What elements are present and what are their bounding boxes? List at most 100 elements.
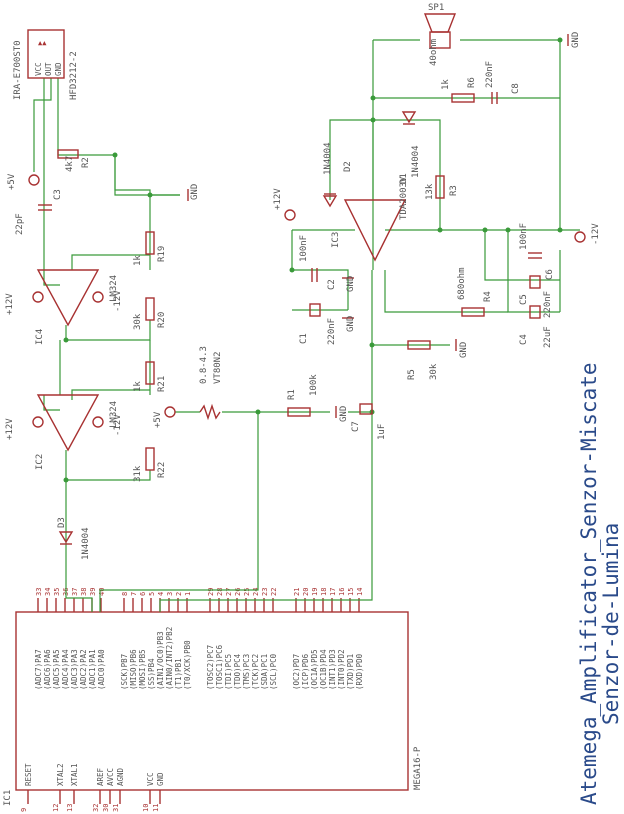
mcu-top-pin-name: (OC1A)PD5 [310,649,319,690]
mcu-top-pin-number: 7 [130,592,138,596]
power-5v-b [164,406,176,418]
c5-label: C5 [519,294,529,305]
diodes: D3 1N4004 D2 1N4004 D1 1N4004 [57,111,421,560]
wire-12v-c1 [291,230,349,310]
mcu-left-pin-name: AGND [116,767,125,786]
opamp-ic2 [36,394,100,452]
mcu-top-pin-name: (T0/XCK)PB0 [183,640,192,690]
mcu-top-pin-name: (OC2)PD7 [292,654,301,690]
mcu-top-pin-name: (OC1B)PD4 [319,649,328,690]
mcu-top-pin-number: 29 [207,588,215,596]
mcu-top-pin-name: (TXD)PD1 [346,654,355,690]
mcu-left-pin-number: 30 [102,804,110,812]
mcu-top-pin-name: (SS)PB4 [147,658,156,690]
wire-ic4-in [43,270,60,286]
mcu-top-pin-name: (ADC5)PA5 [52,649,61,690]
mcu-left-pin-number: 13 [66,804,74,812]
c4-value: 22uF [543,326,553,348]
gnd-d-label: GND [346,316,356,332]
mcu-top-pin-number: 22 [270,588,278,596]
power-m12v-c-label: -12V [591,223,601,245]
mcu-top-pin-name: (SCL)PC0 [269,653,278,690]
mcu-top-pin-number: 4 [157,592,165,596]
wire-d2 [329,119,374,200]
capacitor-c1 [309,303,321,317]
mcu-left-pins: 9RESET12XTAL213XTAL132AREF30AVCC31AGND10… [20,763,165,812]
d3-label: D3 [57,517,67,528]
junction [369,342,375,348]
junction [557,227,563,233]
r21-value: 1k [133,381,143,392]
wire-r2-node [114,155,151,270]
mcu-top-pin-name: (TDI)PC5 [224,654,233,690]
junction [289,267,295,273]
mcu-top-pin-number: 18 [320,588,328,596]
c2-value: 100nF [299,235,309,262]
mcu-left-pin-number: 9 [20,808,28,812]
junction [370,117,376,123]
power-5v-a-label: +5V [7,173,17,190]
junctions [63,37,563,483]
wire-ic4-fb [71,254,150,270]
mcu-top-pin-name: (ADC0)PA0 [97,649,106,690]
resistor-r22 [145,447,155,471]
ic2-label: IC2 [35,454,45,470]
gnd-b-label: GND [571,32,581,48]
r3-value: 13k [425,183,435,200]
power-symbols: +5V +5V +12V +12V +12V -12V -12V -12V [5,173,601,440]
speaker: SP1 40ohm [423,3,457,66]
r4-label: R4 [483,291,493,302]
mcu-top-pin-number: 14 [356,588,364,596]
power-12v-c-label: +12V [273,188,283,210]
mcu-part-label: MEGA16-P [413,746,423,790]
c3-label: C3 [53,189,63,200]
c4-label: C4 [519,334,529,345]
power-12v-a [32,291,44,303]
r21-label: R21 [157,376,167,392]
r2-value: 4k7 [65,156,75,172]
wire-ic4-out [65,320,151,341]
mcu-top-pin-name: (MOSI)PB5 [138,649,147,690]
mcu-left-pin-name: XTAL2 [56,763,65,786]
mcu-top-pin-number: 20 [302,588,310,596]
d1-label: D1 [399,173,409,184]
junction [505,227,511,233]
mcu-left-pin-number: 31 [112,804,120,812]
mcu-top-pin-name: (ADC3)PA3 [70,649,79,690]
mcu-top-pin-name: (ICP)PD6 [301,653,310,690]
resistor-r20 [145,297,155,321]
mcu-ref-label: IC1 [3,790,13,806]
mcu-top-pin-name: (AIN0/INT2)PB2 [165,627,174,690]
power-12v-a-label: +12V [5,293,15,315]
power-12v-c [284,209,296,221]
mcu-top-pin-number: 28 [216,588,224,596]
mcu-left-pin-name: VCC [146,772,155,786]
mcu-top-pin-name: (TOSC1)PC6 [215,644,224,690]
d2-value: 1N4004 [323,142,333,175]
power-m12v-a-label: -12V [113,290,123,312]
mcu-top-pin-name: (TOSC2)PC7 [206,645,215,690]
mcu-top-pin-number: 27 [225,588,233,596]
resistor-r1 [287,407,311,417]
wire-spk-gnd [460,39,561,230]
r22-label: R22 [157,462,167,478]
resistor-r2 [57,149,79,159]
gnd-c-label: GND [346,276,356,292]
gnd-e-label: GND [339,406,349,422]
resistor-r6 [451,93,475,103]
power-m12v-c [574,231,586,243]
r20-value: 30k [133,313,143,330]
d1-value: 1N4004 [411,145,421,178]
mcu-top-pin-number: 17 [329,588,337,596]
ic2-type: LM324 [109,401,119,428]
r1-label: R1 [287,389,297,400]
mcu-top-pin-number: 24 [252,588,260,596]
wire-d1-r3 [373,119,441,230]
mcu-top-pin-name: (MISO)PB6 [129,649,138,690]
wires [33,39,580,612]
mcu-left-pin-name: AVCC [106,768,115,786]
mcu-top-pin-number: 15 [347,588,355,596]
wire-ic2-in [43,395,60,411]
capacitor-c7 [359,403,373,415]
